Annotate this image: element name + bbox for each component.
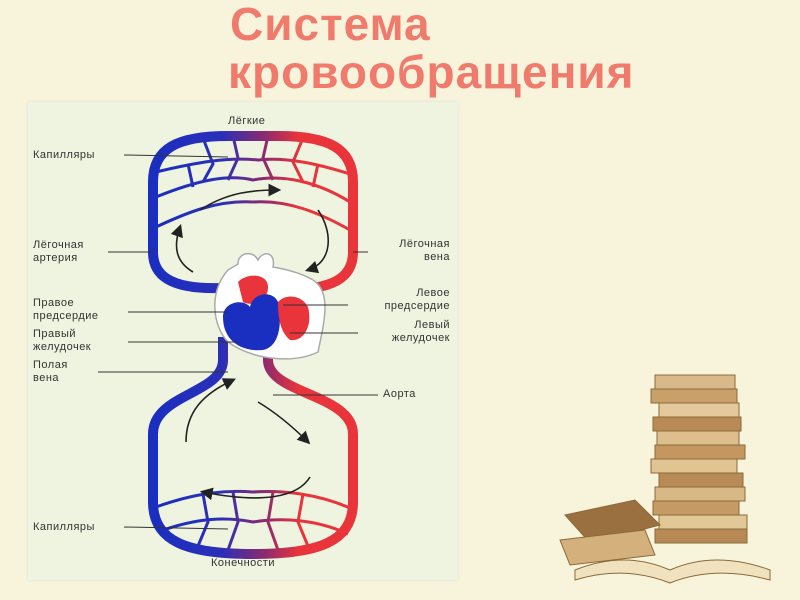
pulmonary-circulation-loop: [148, 131, 358, 295]
label-capillaries-bottom: Капилляры: [33, 521, 95, 533]
label-capillaries-top: Капилляры: [33, 149, 95, 161]
lung-capillaries: [155, 135, 351, 232]
slide-title-line1: Система: [230, 0, 431, 50]
flow-arrows: [170, 183, 329, 501]
label-aorta: Аорта: [383, 388, 416, 400]
books-illustration: [559, 374, 771, 584]
leader-lines: [98, 154, 378, 530]
circulation-drawing: [98, 131, 378, 560]
label-limbs: Конечности: [211, 557, 275, 569]
slide-title-line2: кровообращения: [228, 46, 635, 98]
label-lungs: Лёгкие: [228, 115, 266, 127]
systemic-circulation-loop: [148, 337, 358, 560]
limb-capillaries: [155, 489, 351, 551]
